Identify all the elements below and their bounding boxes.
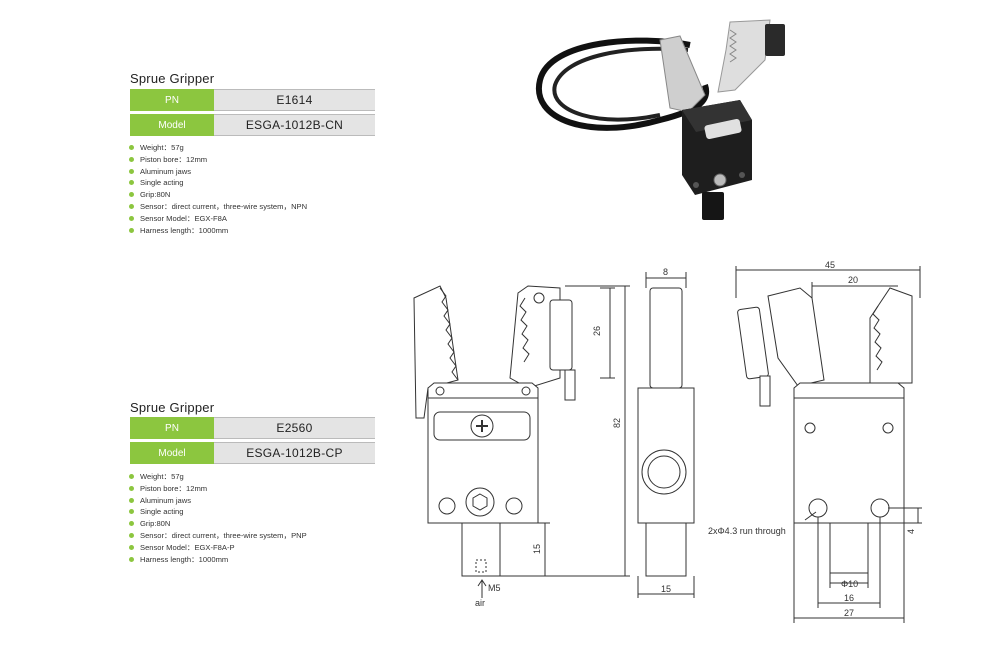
product-1-spec-table: PN E1614 Model ESGA-1012B-CN bbox=[130, 89, 375, 139]
dim-27: 27 bbox=[844, 608, 854, 618]
spec-item: Sensor：direct current，three-wire system，… bbox=[129, 530, 307, 542]
pn-row: PN E1614 bbox=[130, 89, 375, 111]
product-2-title: Sprue Gripper bbox=[130, 400, 215, 415]
spec-item: Grip:80N bbox=[129, 518, 307, 530]
model-value: ESGA-1012B-CP bbox=[214, 442, 375, 464]
spec-item: Single acting bbox=[129, 177, 307, 189]
spec-item: Weight：57g bbox=[129, 142, 307, 154]
spec-item: Grip:80N bbox=[129, 189, 307, 201]
product-1-spec-list: Weight：57g Piston bore：12mm Aluminum jaw… bbox=[129, 142, 307, 236]
back-view bbox=[735, 266, 922, 623]
dim-82: 82 bbox=[612, 418, 622, 428]
product-photo bbox=[535, 19, 785, 220]
pn-label: PN bbox=[130, 89, 214, 111]
dim-15-vertical: 15 bbox=[532, 544, 542, 554]
front-view bbox=[413, 285, 630, 598]
spec-item: Harness length：1000mm bbox=[129, 225, 307, 237]
dim-45: 45 bbox=[825, 260, 835, 270]
air-label: air bbox=[475, 598, 485, 608]
product-2-spec-table: PN E2560 Model ESGA-1012B-CP bbox=[130, 417, 375, 467]
dim-4: 4 bbox=[906, 529, 916, 534]
product-2-spec-list: Weight：57g Piston bore：12mm Aluminum jaw… bbox=[129, 471, 307, 565]
model-row: Model ESGA-1012B-CN bbox=[130, 114, 375, 136]
model-row: Model ESGA-1012B-CP bbox=[130, 442, 375, 464]
spec-item: Sensor Model：EGX-F8A-P bbox=[129, 542, 307, 554]
spec-item: Aluminum jaws bbox=[129, 166, 307, 178]
technical-drawing: 26 82 15 8 15 45 20 Φ10 16 27 4 2xΦ4.3 r… bbox=[413, 260, 922, 623]
model-value: ESGA-1012B-CN bbox=[214, 114, 375, 136]
spec-item: Single acting bbox=[129, 506, 307, 518]
port-label: M5 bbox=[488, 583, 501, 593]
model-label: Model bbox=[130, 442, 214, 464]
spec-item: Sensor Model：EGX-F8A bbox=[129, 213, 307, 225]
pn-value: E1614 bbox=[214, 89, 375, 111]
spec-item: Harness length：1000mm bbox=[129, 554, 307, 566]
spec-item: Piston bore：12mm bbox=[129, 483, 307, 495]
dim-15-horizontal: 15 bbox=[661, 584, 671, 594]
dim-20: 20 bbox=[848, 275, 858, 285]
pn-label: PN bbox=[130, 417, 214, 439]
model-label: Model bbox=[130, 114, 214, 136]
pn-value: E2560 bbox=[214, 417, 375, 439]
product-1-title: Sprue Gripper bbox=[130, 71, 215, 86]
spec-item: Aluminum jaws bbox=[129, 495, 307, 507]
spec-item: Piston bore：12mm bbox=[129, 154, 307, 166]
dim-8: 8 bbox=[663, 267, 668, 277]
spec-item: Sensor：direct current，three-wire system，… bbox=[129, 201, 307, 213]
side-view bbox=[637, 272, 695, 598]
spec-item: Weight：57g bbox=[129, 471, 307, 483]
dim-phi10: Φ10 bbox=[841, 579, 858, 589]
hole-note: 2xΦ4.3 run through bbox=[708, 526, 786, 536]
dim-16: 16 bbox=[844, 593, 854, 603]
dim-26: 26 bbox=[592, 326, 602, 336]
pn-row: PN E2560 bbox=[130, 417, 375, 439]
